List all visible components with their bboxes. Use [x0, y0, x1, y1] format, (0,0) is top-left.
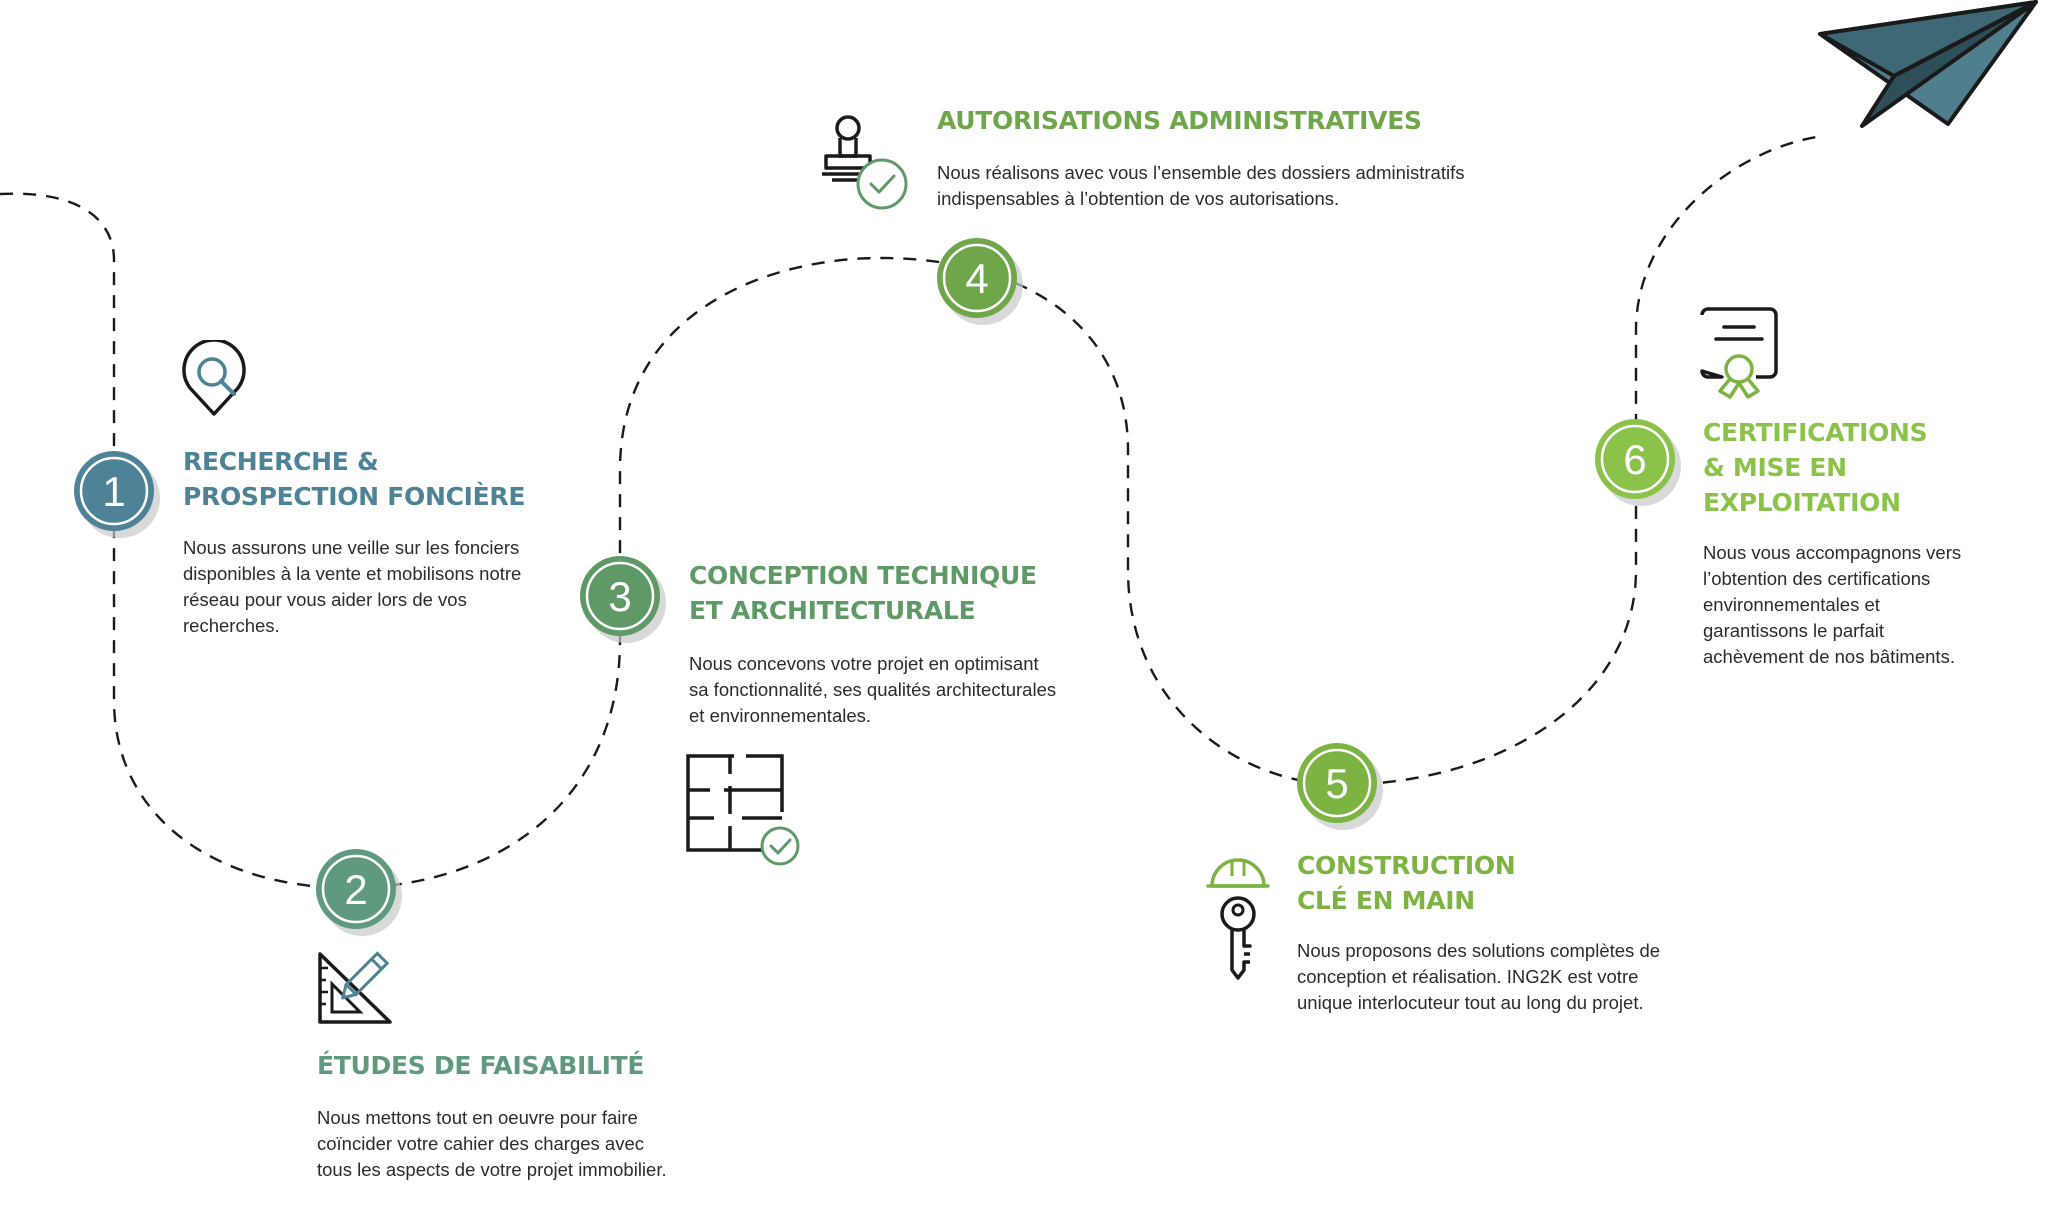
step-number-badge-3: 3 — [580, 556, 666, 643]
step-number-badge-1: 1 — [74, 451, 160, 538]
paper-plane-icon — [1818, 0, 2038, 128]
step-number-badge-6: 6 — [1595, 419, 1681, 506]
certificate-icon — [1700, 307, 1778, 399]
step-description: Nous concevons votre projet en optimisan… — [689, 653, 1057, 726]
svg-text:4: 4 — [965, 255, 988, 302]
set-square-pencil-icon — [318, 951, 392, 1024]
step-description: Nous vous accompagnons vers l’obtention … — [1703, 542, 1962, 667]
step-description: Nous proposons des solutions complètes d… — [1297, 940, 1661, 1013]
step-number-badge-2: 2 — [316, 849, 402, 936]
step-description: Nous réalisons avec vous l’ensemble des … — [937, 162, 1465, 209]
step-number-badge-5: 5 — [1297, 743, 1383, 830]
svg-text:1: 1 — [102, 468, 125, 515]
step-description: Nous assurons une veille sur les foncier… — [183, 537, 522, 636]
floor-plan-check-icon — [686, 754, 800, 866]
step-title: AUTORISATIONS ADMINISTRATIVES — [937, 106, 1422, 135]
svg-text:2: 2 — [344, 866, 367, 913]
location-search-icon — [182, 340, 246, 416]
svg-text:3: 3 — [608, 573, 631, 620]
hardhat-key-icon — [1206, 858, 1270, 980]
step-number-badge-4: 4 — [937, 238, 1023, 325]
svg-text:5: 5 — [1325, 760, 1348, 807]
step-description: Nous mettons tout en oeuvre pour faire c… — [317, 1107, 667, 1180]
stamp-check-icon — [822, 115, 908, 210]
svg-text:6: 6 — [1623, 436, 1646, 483]
step-title: ÉTUDES DE FAISABILITÉ — [317, 1051, 645, 1080]
step-title: RECHERCHE &PROSPECTION FONCIÈRE — [183, 447, 526, 511]
